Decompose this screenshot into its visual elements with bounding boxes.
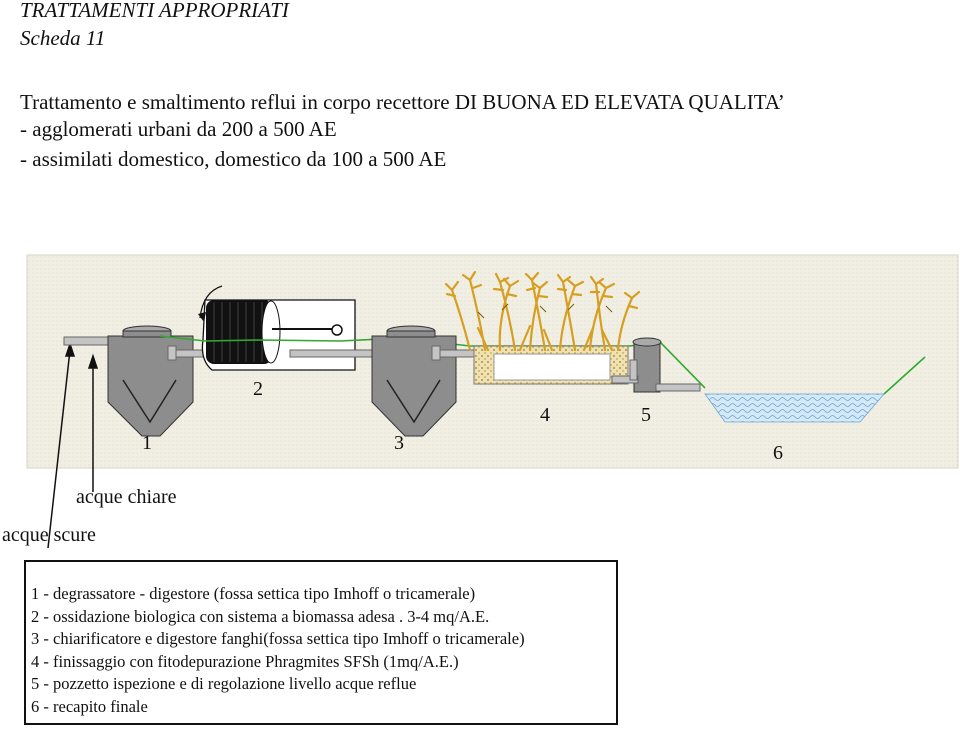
tank-1 [107, 325, 194, 437]
receiving-water [704, 356, 926, 423]
label-1: 1 [142, 432, 152, 454]
legend-item: 2 - ossidazione biologica con sistema a … [31, 606, 490, 626]
inspection-well [611, 337, 701, 393]
legend-box: 1 - degrassatore - digestore (fossa sett… [24, 560, 618, 725]
intro-bullet-2: - assimilati domestico, domestico da 100… [20, 147, 447, 171]
label-3: 3 [394, 432, 404, 454]
label-6: 6 [773, 442, 783, 464]
label-4: 4 [540, 404, 550, 426]
pipe-2-3 [289, 349, 381, 358]
label-2: 2 [253, 378, 263, 400]
legend-item: 1 - degrassatore - digestore (fossa sett… [31, 584, 476, 603]
treatment-diagram [26, 254, 959, 549]
intro-bullet-1: - agglomerati urbani da 200 a 500 AE [20, 117, 337, 141]
tank-3 [371, 325, 457, 437]
header-subtitle: Scheda 11 [20, 26, 106, 50]
inlet-arrows [47, 341, 99, 549]
header-title: TRATTAMENTI APPROPRIATI [20, 0, 289, 22]
label-5: 5 [641, 404, 651, 426]
legend-item: 5 - pozzetto ispezione e di regolazione … [31, 674, 417, 694]
reeds [444, 270, 641, 352]
reed-bed [473, 345, 629, 385]
intro-title: Trattamento e smaltimento reflui in corp… [20, 90, 785, 114]
legend-item: 3 - chiarificatore e digestore fanghi(fo… [31, 629, 525, 649]
pipe-3-4 [437, 349, 479, 358]
label-acque-chiare: acque chiare [76, 486, 177, 508]
legend-item: 6 - recapito finale [31, 696, 148, 716]
label-acque-scure: acque scure [2, 524, 96, 546]
legend-item: 4 - finissaggio con fitodepurazione Phra… [31, 651, 459, 671]
